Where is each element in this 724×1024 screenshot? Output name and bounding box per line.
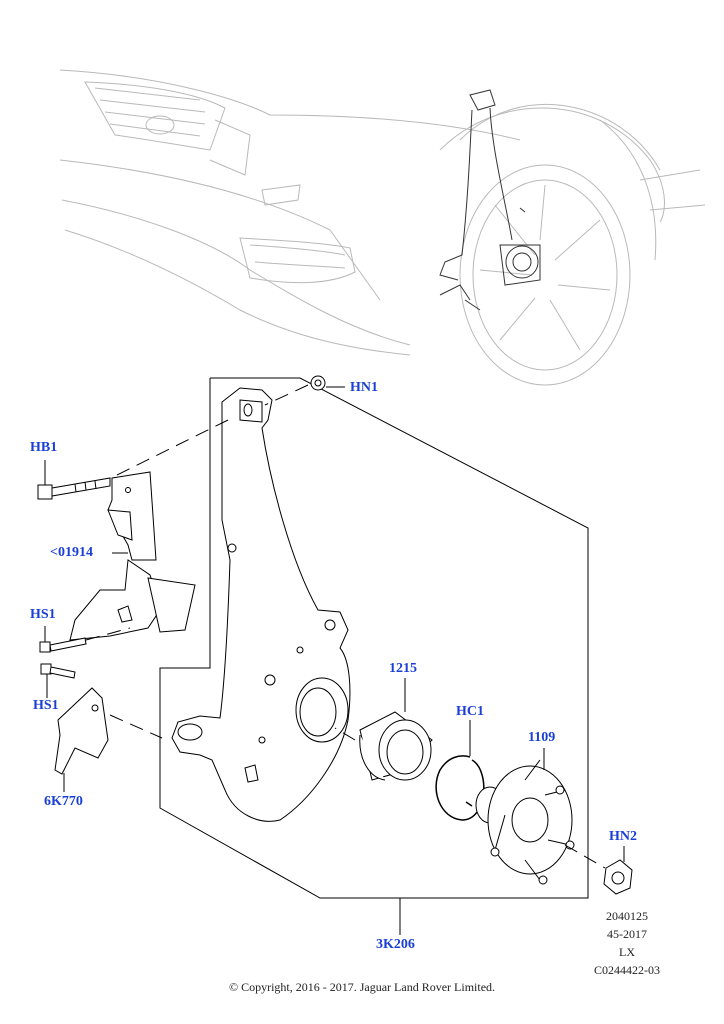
copyright-text: © Copyright, 2016 - 2017. Jaguar Land Ro… (228, 980, 496, 994)
callout-1215[interactable]: 1215 (389, 661, 417, 676)
callout-hs1-lower[interactable]: HS1 (33, 698, 59, 713)
wheel-hub-1109 (475, 759, 575, 885)
callout-hb1[interactable]: HB1 (30, 440, 58, 455)
nut-hn1 (310, 375, 326, 391)
assembly-outline (159, 377, 589, 899)
callout-hn2[interactable]: HN2 (609, 829, 637, 844)
steering-knuckle (171, 387, 351, 822)
callout-6k770[interactable]: 6K770 (44, 794, 83, 809)
reference-line-2: 45-2017 (607, 927, 647, 941)
bracket-6k770 (54, 687, 109, 775)
vehicle-outline (59, 69, 706, 386)
callout-1109[interactable]: 1109 (528, 730, 556, 745)
callout-hs1-upper[interactable]: HS1 (30, 607, 56, 622)
screw-hs1-upper (39, 637, 87, 653)
leader-lines (44, 386, 625, 935)
bolt-hb1 (37, 477, 111, 500)
callout-hn1[interactable]: HN1 (350, 380, 378, 395)
nut-hn2 (603, 859, 633, 895)
callout-hc1[interactable]: HC1 (456, 704, 484, 719)
wheel-bearing-1215 (359, 711, 433, 781)
reference-line-3: LX (619, 945, 635, 959)
installed-knuckle (439, 89, 541, 311)
callout-01914[interactable]: <01914 (50, 545, 93, 560)
callout-3k206[interactable]: 3K206 (376, 937, 415, 952)
screw-hs1-lower (40, 663, 76, 679)
bracket-01914 (69, 471, 196, 641)
reference-line-4: C0244422-03 (594, 963, 660, 977)
reference-line-1: 2040125 (606, 909, 648, 923)
alignment-lines (85, 384, 606, 869)
